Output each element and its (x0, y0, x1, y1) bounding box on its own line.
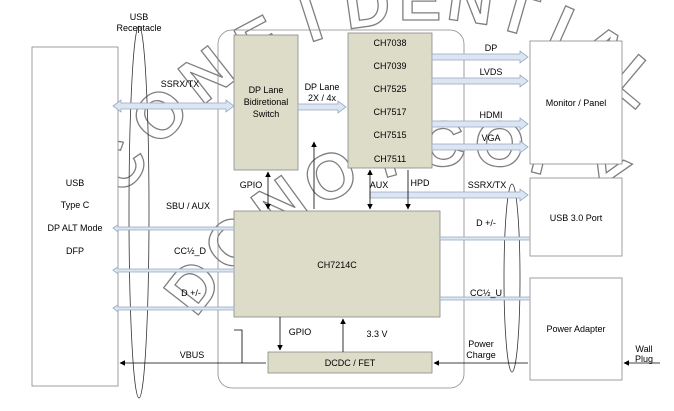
dp-output-arrow (431, 50, 529, 64)
switch-label-2: Bidiretional (244, 97, 289, 107)
cc-u-bus (439, 296, 531, 301)
chip-name: CH7525 (373, 84, 406, 94)
monitor-panel-block (529, 40, 623, 165)
d-pm-right-bus (439, 236, 531, 241)
switch-label-3: Switch (253, 109, 280, 119)
output-label: DP (485, 43, 498, 53)
switch-label-1: DP Lane (249, 85, 284, 95)
ch7214c-label: CH7214C (317, 260, 357, 270)
v33-label: 3.3 V (366, 329, 387, 339)
vbus-label: VBUS (180, 350, 205, 360)
usb-receptacle-label-1: USB (130, 12, 149, 22)
vga-output-arrow (431, 140, 529, 154)
upstream-ellipse (503, 183, 521, 373)
wall-plug-label-1: Wall (635, 344, 652, 354)
chip-name: CH7038 (373, 38, 406, 48)
wall-plug-label-2: Plug (635, 354, 653, 364)
output-label: LVDS (480, 67, 503, 77)
aux-label: AUX (370, 180, 389, 190)
cc-u-label: CC½_U (470, 288, 502, 298)
chip-list-block (347, 32, 433, 169)
usb-typec-label-2: Type C (61, 200, 90, 210)
usb-receptacle-label-2: Receptacle (116, 23, 161, 33)
dcdc-label: DCDC / FET (325, 358, 376, 368)
usb-3-port-block (529, 177, 623, 257)
d-pm-left-bus (112, 304, 235, 313)
chip-name: CH7511 (374, 154, 406, 164)
dp-lane-label-1: DP Lane (305, 82, 340, 92)
control-lines (119, 141, 660, 366)
dp-lane-switch-block (233, 34, 299, 171)
usb-3-port-label: USB 3.0 Port (550, 213, 603, 223)
usb-typec-block (31, 46, 119, 387)
power-adapter-label: Power Adapter (546, 324, 605, 334)
ssrx-tx-bus-right (369, 188, 529, 202)
usb-typec-label-3: DP ALT Mode (47, 223, 102, 233)
lvds-output-arrow (431, 74, 529, 88)
d-pm-right-label: D +/- (476, 218, 496, 228)
sbu-aux-label: SBU / AUX (166, 201, 210, 211)
sbu-aux-bus (112, 224, 235, 233)
hpd-label: HPD (410, 178, 430, 188)
cc-d-bus (112, 266, 235, 275)
ssrx-tx-right-label: SSRX/TX (468, 180, 507, 190)
ssrx-tx-left-label: SSRX/TX (161, 79, 200, 89)
ssrx-tx-bus-left (112, 99, 235, 113)
board-outline (217, 29, 465, 389)
ch7214c-block (233, 210, 441, 318)
gpio-top-label: GPIO (240, 180, 263, 190)
output-list: DP LVDS HDMI VGA (480, 43, 503, 143)
output-label: HDMI (480, 110, 503, 120)
usb-typec-label-4: DFP (66, 246, 84, 256)
dp-lane-label-2: 2X / 4x (308, 93, 337, 103)
chip-name: CH7517 (373, 107, 406, 117)
usb-typec-label-1: USB (66, 178, 85, 188)
power-adapter-block (529, 277, 623, 381)
d-pm-left-label: D +/- (181, 288, 201, 298)
output-label: VGA (481, 133, 500, 143)
gpio-bottom-label: GPIO (289, 327, 312, 337)
power-charge-label-2: Charge (466, 350, 496, 360)
cc-d-label: CC½_D (174, 246, 207, 256)
dcdc-block (267, 351, 433, 374)
receptacle-ellipse (128, 25, 150, 399)
dp-lane-bus (297, 100, 347, 114)
watermark-letter: E (399, 0, 442, 34)
monitor-panel-label: Monitor / Panel (546, 98, 607, 108)
power-charge-label-1: Power (468, 339, 494, 349)
hdmi-output-arrow (431, 117, 529, 131)
chip-name: CH7039 (373, 61, 406, 71)
chip-name: CH7515 (373, 130, 406, 140)
vbus-tap-line (234, 329, 243, 363)
